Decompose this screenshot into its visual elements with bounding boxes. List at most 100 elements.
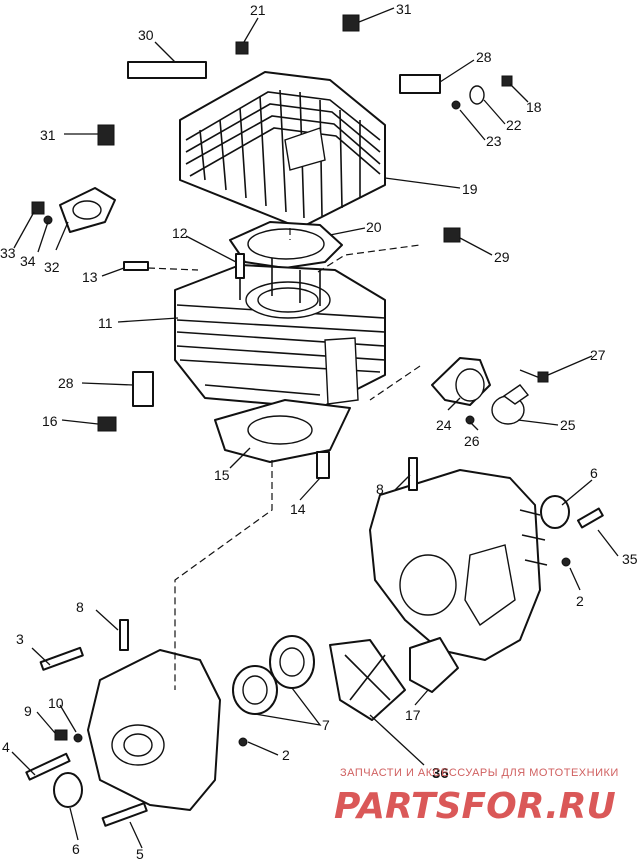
callout-30: 30: [138, 27, 154, 43]
leader-c6a: [561, 479, 593, 506]
bolt-4: [25, 752, 71, 781]
bolt-5: [101, 802, 148, 827]
leader-c19: [384, 177, 461, 189]
leader-c7: [254, 687, 322, 726]
leader-c6b: [69, 807, 79, 841]
callout-17: 17: [405, 707, 421, 723]
callout-16: 16: [42, 413, 58, 429]
washer-26: [465, 415, 475, 425]
oil-seal-left: [53, 772, 83, 808]
leader-c34: [37, 221, 49, 253]
clamp: [491, 384, 530, 425]
assembly-line-2: [147, 267, 199, 271]
pin-2-right: [561, 557, 571, 567]
callout-31b: 31: [40, 127, 56, 143]
callout-8a: 8: [376, 481, 384, 497]
leader-c17: [414, 689, 429, 706]
leader-c14: [299, 477, 321, 501]
leader-c28b: [81, 382, 134, 386]
leader-c22: [483, 99, 506, 125]
leader-c31a: [358, 7, 395, 23]
bolt-3: [39, 646, 84, 671]
leader-c3: [31, 647, 51, 666]
leader-c29: [459, 237, 493, 256]
leader-c28a: [439, 59, 475, 83]
damper-31-top: [342, 14, 360, 32]
callout-25: 25: [560, 417, 576, 433]
leader-c33: [13, 211, 35, 249]
callout-15: 15: [214, 467, 230, 483]
leader-c10: [59, 704, 77, 733]
damper-28-top: [399, 74, 441, 94]
watermark-tagline: ЗАПЧАСТИ И АКСЕССУАРЫ ДЛЯ МОТОТЕХНИКИ: [340, 767, 619, 779]
leader-c2a: [569, 567, 581, 591]
callout-22: 22: [506, 117, 522, 133]
assembly-line-3: [317, 244, 421, 273]
callout-6b: 6: [72, 841, 80, 857]
callout-6a: 6: [590, 465, 598, 481]
callout-33: 33: [0, 245, 16, 261]
bolt-9: [54, 729, 68, 741]
washer-10: [73, 733, 83, 743]
damper-28-left: [132, 371, 154, 407]
callout-2a: 2: [576, 593, 584, 609]
crankcase-left: [87, 649, 221, 811]
leader-c16: [61, 419, 99, 425]
callout-13: 13: [82, 269, 98, 285]
intake-adaptor: [431, 357, 491, 406]
callout-26: 26: [464, 433, 480, 449]
leader-c24: [447, 397, 461, 411]
leader-c23: [459, 109, 486, 141]
stud-8-top: [408, 457, 418, 491]
callout-36: 36: [432, 765, 449, 782]
callout-18: 18: [526, 99, 542, 115]
leader-c12: [185, 235, 237, 263]
callout-21: 21: [250, 2, 266, 18]
callout-12: 12: [172, 225, 188, 241]
damper-31-left: [97, 124, 115, 146]
callout-31a: 31: [396, 1, 412, 17]
callout-23: 23: [486, 133, 502, 149]
leader-c11: [117, 317, 179, 323]
leader-c4: [11, 751, 36, 776]
leader-c25: [517, 419, 559, 426]
leader-c36: [369, 714, 425, 766]
washer-22: [469, 85, 485, 105]
leader-c8b: [95, 609, 119, 631]
callout-7: 7: [322, 717, 330, 733]
crankcase-gasket: [409, 637, 459, 693]
cylinder-head: [179, 71, 386, 229]
callout-19: 19: [462, 181, 478, 197]
leader-c26: [469, 421, 479, 431]
callout-20: 20: [366, 219, 382, 235]
callout-10: 10: [48, 695, 64, 711]
nut-33: [31, 201, 45, 215]
bearing-2: [269, 635, 315, 689]
nut-21: [235, 41, 249, 55]
callout-35: 35: [622, 551, 638, 567]
leader-c8a: [394, 474, 411, 491]
callout-11: 11: [98, 315, 113, 331]
callout-28a: 28: [476, 49, 492, 65]
leader-c5: [129, 821, 143, 849]
watermark-logo: PARTSFOR.RU: [334, 786, 616, 827]
washer-23: [451, 100, 461, 110]
callout-3: 3: [16, 631, 24, 647]
base-gasket: [214, 399, 351, 463]
leader-c15: [229, 447, 251, 469]
callout-28b: 28: [58, 375, 74, 391]
head-gasket: [229, 221, 343, 269]
bolt-27: [519, 369, 549, 383]
callout-29: 29: [494, 249, 510, 265]
leader-c21: [243, 17, 259, 43]
fitting-14: [316, 451, 330, 479]
callout-34: 34: [20, 253, 36, 269]
callout-27: 27: [590, 347, 606, 363]
callout-32: 32: [44, 259, 60, 275]
leader-c35: [597, 529, 619, 557]
callout-5: 5: [136, 846, 144, 859]
cylinder: [174, 258, 386, 409]
bolt-35: [577, 507, 604, 529]
damper-30: [127, 61, 207, 79]
